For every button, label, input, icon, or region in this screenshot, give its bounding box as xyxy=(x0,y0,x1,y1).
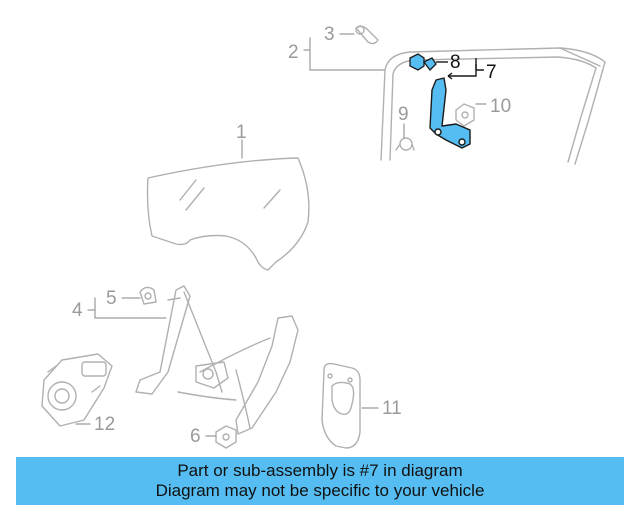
callout-1: 1 xyxy=(236,122,247,143)
callout-6: 6 xyxy=(190,426,201,447)
callout-11: 11 xyxy=(382,398,402,419)
switch-bezel xyxy=(321,362,361,449)
screw-part xyxy=(355,25,379,45)
callout-3: 3 xyxy=(324,24,335,45)
highlight-leaders xyxy=(436,58,484,80)
window-motor xyxy=(41,353,113,427)
grommet-part xyxy=(139,286,157,305)
banner-line-2: Diagram may not be specific to your vehi… xyxy=(155,481,485,500)
clip-part-8 xyxy=(409,53,437,71)
nut-part-6 xyxy=(215,425,237,449)
door-frame-channel xyxy=(380,47,606,165)
banner-line-1: Part or sub-assembly is #7 in diagram xyxy=(177,461,463,480)
door-glass xyxy=(146,157,310,271)
callout-7: 7 xyxy=(486,62,497,83)
callout-10: 10 xyxy=(490,96,511,117)
callout-5: 5 xyxy=(106,288,117,309)
window-regulator xyxy=(135,285,299,435)
callout-2: 2 xyxy=(288,42,299,63)
highlighted-part-7[interactable] xyxy=(429,77,471,149)
part-info-banner: Part or sub-assembly is #7 in diagram Di… xyxy=(16,457,624,505)
callout-9: 9 xyxy=(398,104,409,125)
callout-4: 4 xyxy=(72,300,83,321)
callout-8: 8 xyxy=(450,52,461,73)
leader-lines xyxy=(75,33,487,437)
nut-part xyxy=(455,103,475,127)
bolt-part xyxy=(395,137,415,151)
callout-12: 12 xyxy=(94,414,115,435)
